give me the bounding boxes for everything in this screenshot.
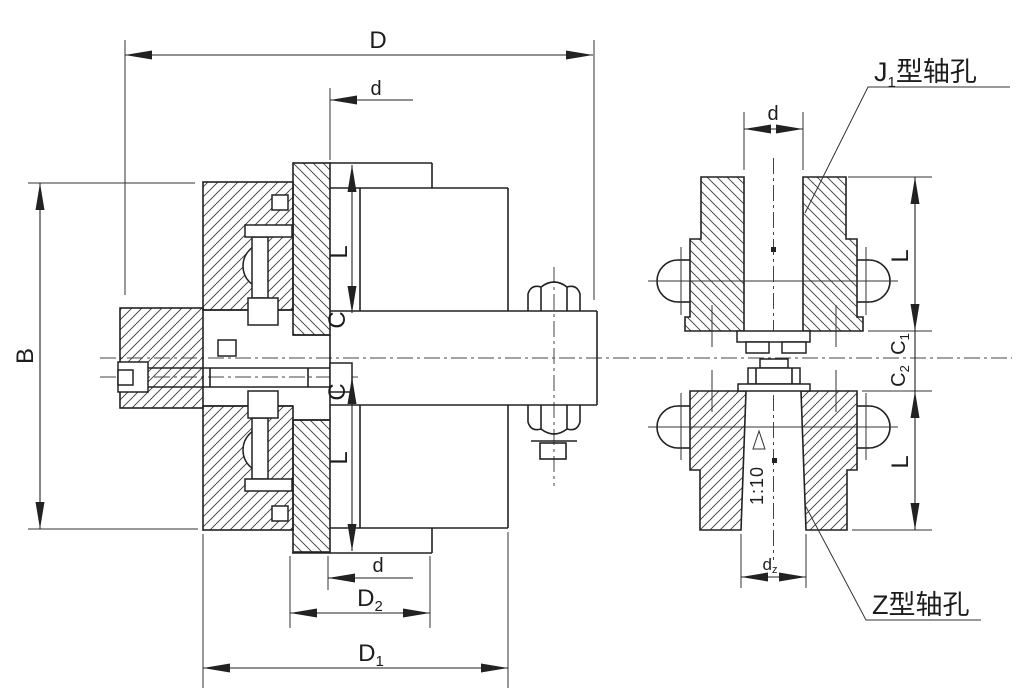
right-view-dimensions: L C1 C2 L [848,176,932,531]
z-tick-lines [648,370,898,460]
dim-label-d-bottom: d [372,555,383,577]
dim-label-D2: D2 [357,585,383,615]
dim-label-L-z: L [887,455,914,468]
j1-hub-right-section [802,176,864,332]
dim-label-C1: C1 [888,333,912,355]
j1-hub-view: d J1型轴孔 [648,57,1010,354]
flange-ring-lower [292,419,331,553]
shaft-clamp-bolt [527,281,581,460]
center-mark [772,458,777,463]
center-bolt [117,339,353,393]
dim-label-L-j1: L [887,249,914,262]
dim-label-C-upper: C [324,311,351,328]
center-mark [771,247,776,252]
dim-label-C-lower: C [324,383,351,400]
taper-ratio-label: 1:10 [747,466,767,505]
j1-hole-label: J1型轴孔 [874,57,977,91]
front-section-view [117,162,598,554]
flange-ring-upper [292,162,331,336]
dim-label-L-lower: L [326,451,353,464]
dim-label-L-upper: L [326,245,353,258]
dim-label-D1: D1 [358,640,384,670]
front-view-dimensions: D d B L C C L d D2 [12,27,595,688]
dim-label-dz: dz [763,555,778,576]
z-hub-left-section [689,390,747,531]
hex-nut-upper [527,281,581,311]
hub-boss [119,307,204,409]
dim-label-d-top: d [370,78,381,100]
j1-hub-left-section [684,176,745,332]
taper-symbol [752,429,766,450]
key-square [217,339,237,357]
z-hub-right-section [800,390,858,531]
elastic-pin-lower [242,390,293,522]
right-half-coupling [292,162,598,554]
dim-label-d-right: d [767,103,778,125]
z-hub-view: 1:10 dz Z型轴孔 [648,358,981,621]
z-hole-label: Z型轴孔 [872,590,970,620]
dim-label-C2: C2 [888,365,912,387]
j1-leader-line [804,86,1010,214]
z-leader-line [804,504,981,621]
dim-label-D: D [369,27,386,54]
j1-tick-lines [648,247,898,347]
hex-nut-lower [527,405,581,435]
dim-label-B: B [12,348,39,364]
elastic-pin-upper [242,194,293,326]
